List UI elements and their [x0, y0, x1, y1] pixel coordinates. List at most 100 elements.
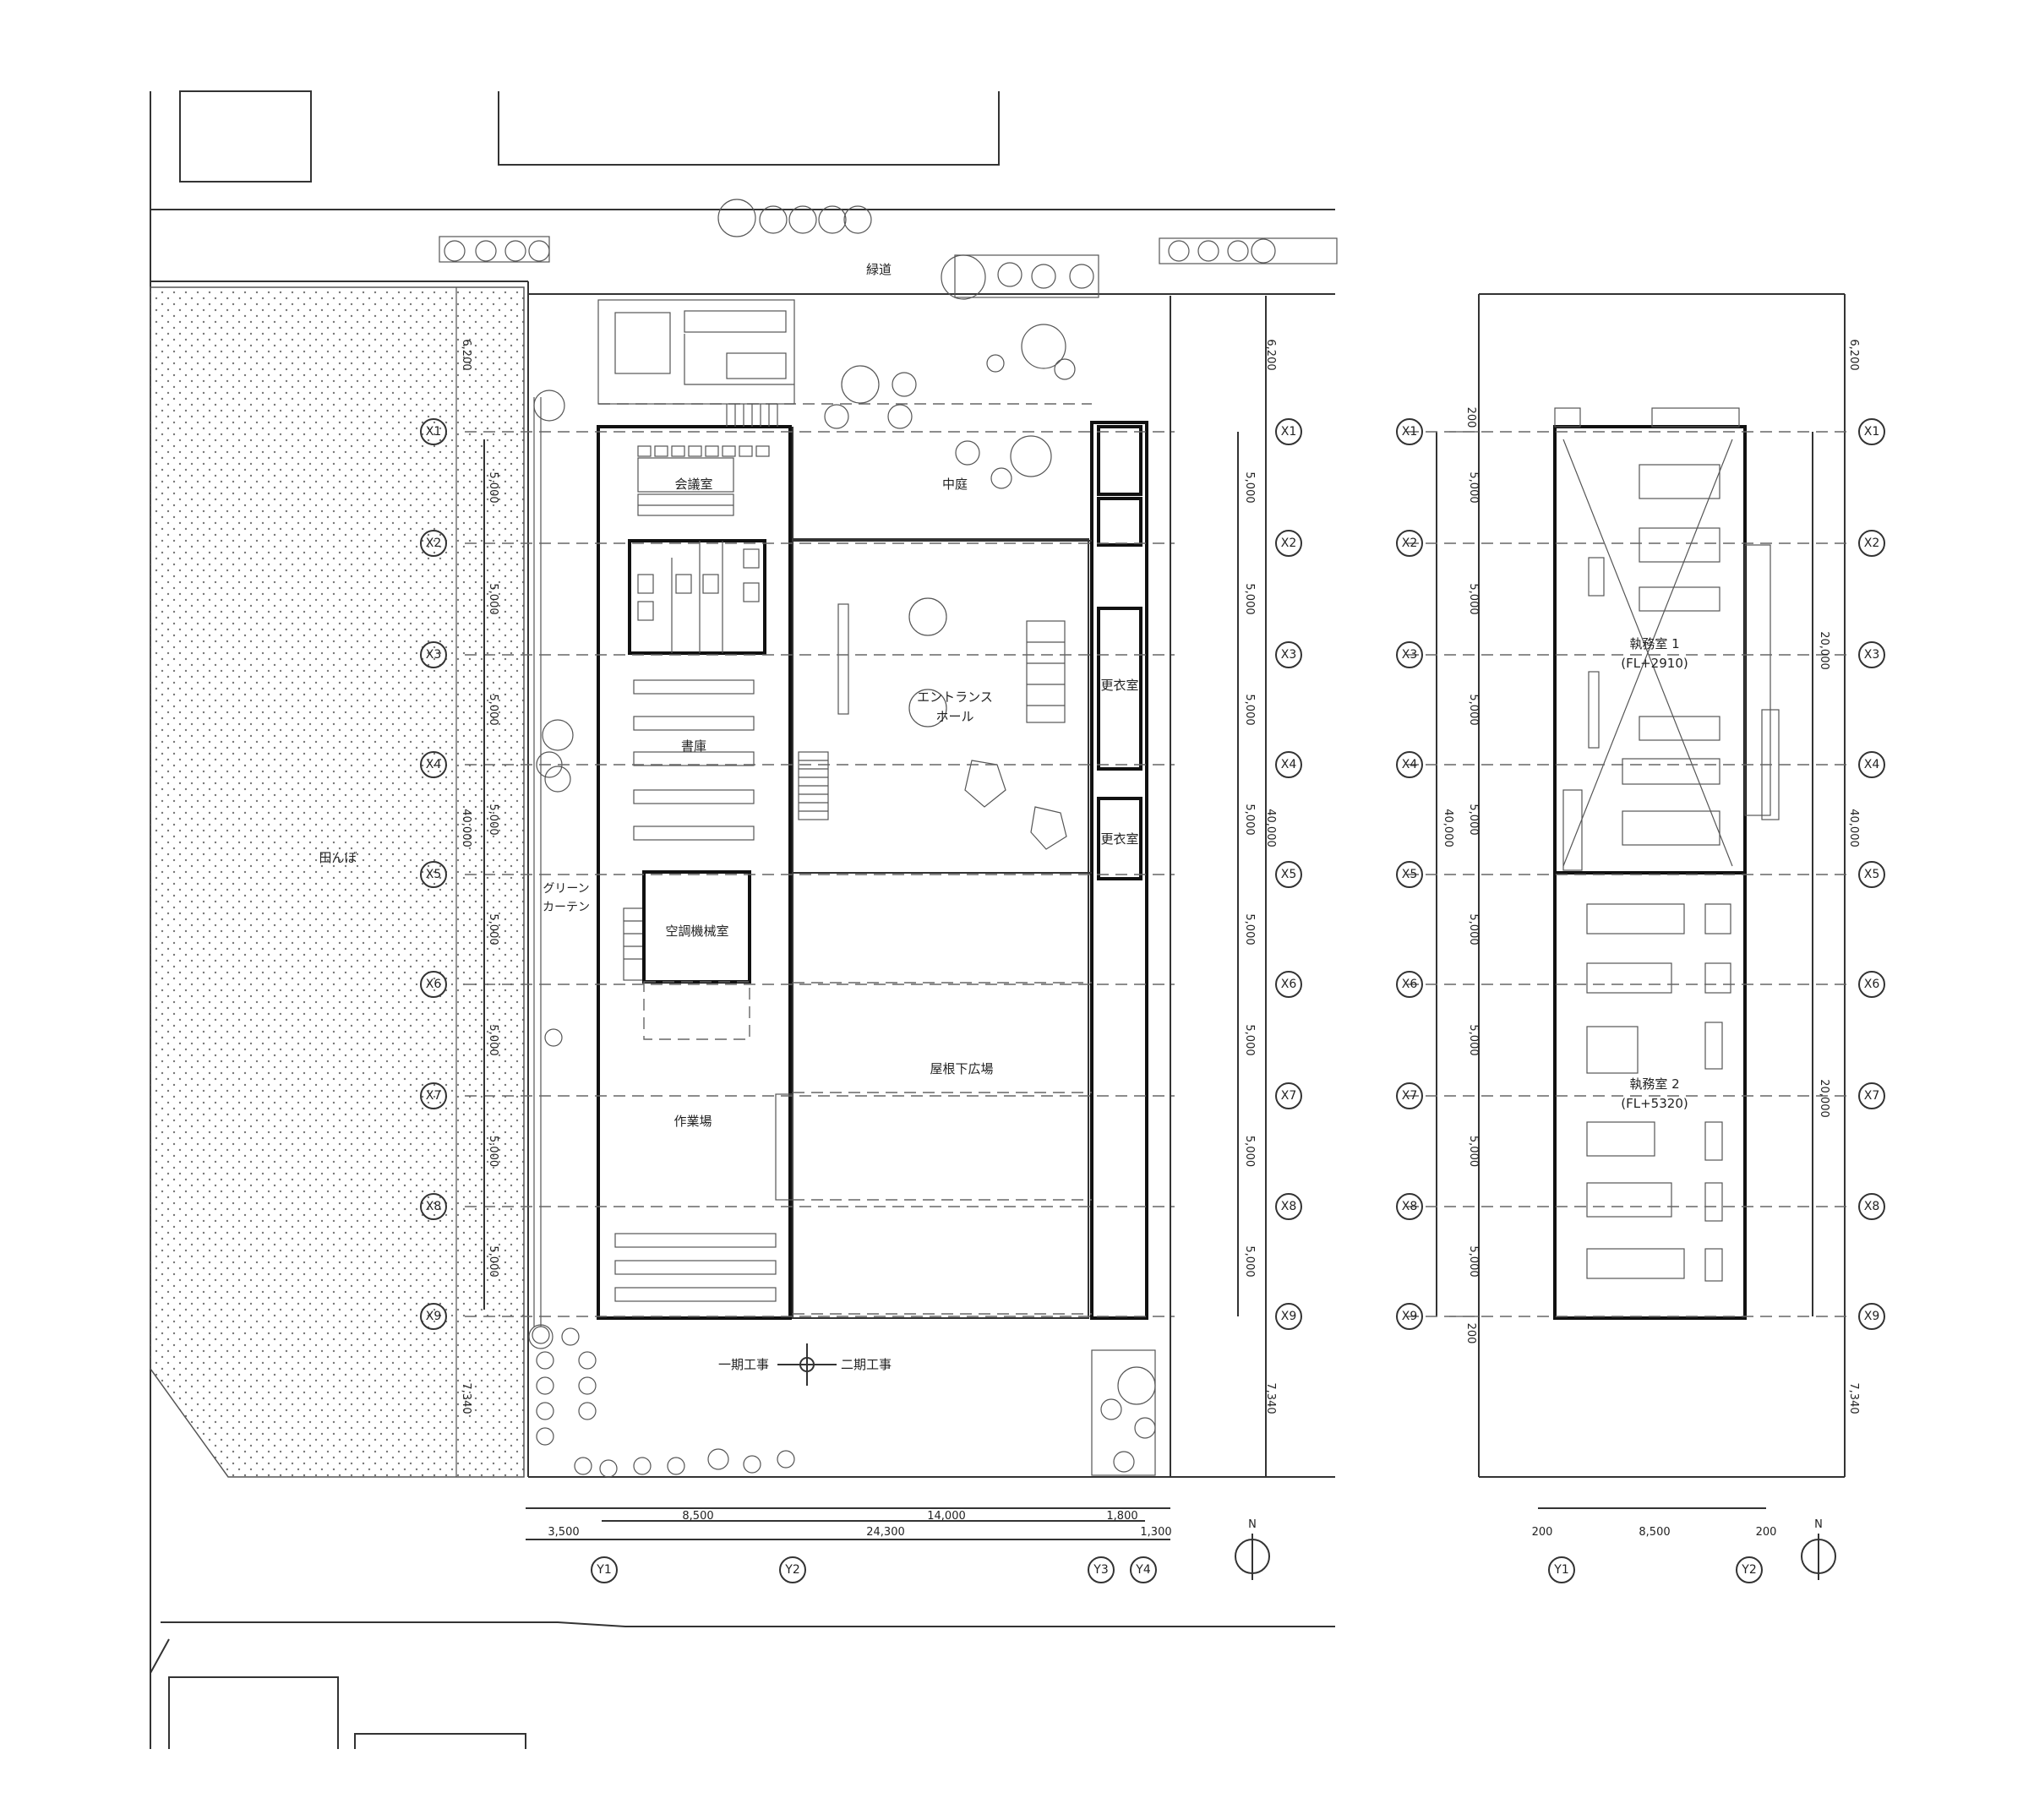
grid-bubble-x5: X5: [420, 861, 447, 888]
grid-bubble-x7: X7: [420, 1082, 447, 1109]
dimension-label: 5,000: [1243, 471, 1256, 503]
grid-bubble-x4: X4: [1396, 751, 1423, 778]
room-label-entrance: エントランス: [917, 689, 993, 705]
grid-bubble-x1-label: X1: [1864, 425, 1880, 439]
grid-bubble-x9: X9: [1396, 1303, 1423, 1330]
grid-bubble-x6-label: X6: [1281, 978, 1297, 991]
dimension-label: 200: [1464, 1323, 1477, 1344]
street-label: 緑道: [866, 262, 892, 277]
phase-label: 二期工事: [841, 1357, 892, 1372]
dimension-label: 5,000: [1243, 913, 1256, 945]
dimension-texts: 6,200 5,000 5,000 5,000 5,000 5,000 5,000 5,000…: [460, 339, 1860, 1539]
room-label-office-1: 執務室 1: [1629, 636, 1679, 651]
grid-bubble-x2: X2: [1396, 530, 1423, 557]
dimension-label: 5,000: [1243, 1245, 1256, 1277]
dimension-label: 6,200: [1847, 339, 1860, 370]
grid-bubble-y2-label: Y2: [784, 1563, 799, 1577]
grid-bubble-x8-label: X8: [1281, 1200, 1297, 1213]
grid-bubble-x6: X6: [420, 971, 447, 998]
phase-divider-icon: [777, 1343, 837, 1386]
tree-icon: [444, 199, 1276, 300]
grid-bubble-x7: X7: [1275, 1082, 1302, 1109]
field-label: 田んぼ: [319, 850, 357, 865]
upper-floor-building: [1407, 293, 1846, 1509]
grid-bubble-x2-label: X2: [1281, 537, 1297, 550]
grid-bubble-y2: Y2: [779, 1556, 806, 1583]
dimension-label: 200: [1464, 407, 1477, 428]
north-label: N: [1814, 1518, 1823, 1531]
grid-bubble-x3: X3: [1396, 641, 1423, 668]
dimension-label: 5,000: [487, 804, 499, 835]
dimension-label: 6,200: [1264, 339, 1277, 370]
dimension-label: 5,000: [1467, 694, 1480, 725]
grid-bubble-x3: X3: [1275, 641, 1302, 668]
grid-bubble-x6-label: X6: [1864, 978, 1880, 991]
dimension-label: 5,000: [1467, 1245, 1480, 1277]
grid-bubble-x5-label: X5: [1864, 868, 1880, 881]
ground-floor-grid: [465, 296, 1267, 1540]
rice-field: [150, 286, 525, 1478]
grid-bubble-x7-label: X7: [426, 1089, 442, 1103]
street-planters: [439, 199, 1338, 300]
grid-bubble-x8: X8: [1858, 1193, 1885, 1220]
grid-bubble-x4: X4: [1275, 751, 1302, 778]
grid-bubble-x1-label: X1: [426, 425, 442, 439]
dimension-label: 5,000: [1467, 1024, 1480, 1055]
grid-bubble-y1-label: Y1: [596, 1563, 611, 1577]
dimension-label: 7,340: [1264, 1382, 1277, 1414]
room-label-ac: 空調機械室: [665, 924, 728, 939]
grid-bubble-x5: X5: [1275, 861, 1302, 888]
dimension-label: 7,340: [1847, 1382, 1860, 1414]
grid-bubble-x1: X1: [1396, 418, 1423, 445]
grid-bubble-x7: X7: [1396, 1082, 1423, 1109]
grid-bubble-x1: X1: [1858, 418, 1885, 445]
dimension-label: 200: [1756, 1526, 1777, 1539]
dimension-label: 5,000: [1467, 913, 1480, 945]
grid-bubble-y3-label: Y3: [1093, 1563, 1108, 1577]
dimension-label: 5,000: [487, 913, 499, 945]
grid-bubble-x8-label: X8: [1864, 1200, 1880, 1213]
dimension-label: 6,200: [460, 339, 472, 370]
grid-bubble-x3-label: X3: [1281, 648, 1297, 662]
dimension-label: 5,000: [1243, 1024, 1256, 1055]
grid-bubble-x1-label: X1: [1402, 425, 1418, 439]
tree-icon: [532, 1326, 1156, 1478]
grid-bubble-x9-label: X9: [1281, 1310, 1297, 1323]
grid-bubble-x1: X1: [420, 418, 447, 445]
dimension-label: 5,000: [1243, 694, 1256, 725]
north-arrow-icon: [1235, 1534, 1836, 1580]
dimension-label: 40,000: [1264, 809, 1277, 847]
dimension-label: 5,000: [1467, 471, 1480, 503]
room-label-courtyard: 中庭: [942, 477, 968, 492]
dimension-label: 3,500: [548, 1526, 579, 1539]
dimension-label: 40,000: [1442, 809, 1454, 847]
grid-bubble-x4: X4: [1858, 751, 1885, 778]
grid-bubble-y2-label: Y2: [1741, 1563, 1756, 1577]
dimension-label: 14,000: [927, 1510, 966, 1523]
grid-bubble-x9-label: X9: [426, 1310, 442, 1323]
grid-bubble-y1-label: Y1: [1553, 1563, 1568, 1577]
grid-bubble-x6-label: X6: [1402, 978, 1418, 991]
room-label-meeting: 会議室: [674, 477, 712, 492]
dimension-label: 5,000: [1467, 583, 1480, 614]
grid-bubble-x2-label: X2: [1864, 537, 1880, 550]
dimension-label: 5,000: [1243, 804, 1256, 835]
dimension-label: 5,000: [487, 583, 499, 614]
green-curtain-label: グリーン: [543, 882, 589, 896]
room-label-plaza: 屋根下広場: [930, 1061, 993, 1076]
room-label-office-2: 執務室 2: [1629, 1076, 1679, 1092]
grid-bubble-x2-label: X2: [426, 537, 442, 550]
grid-bubble-x6: X6: [1396, 971, 1423, 998]
grid-bubble-x9-label: X9: [1864, 1310, 1880, 1323]
grid-bubble-y1: Y1: [591, 1556, 618, 1583]
dimension-label: 20,000: [1818, 631, 1830, 670]
dimension-label: 5,000: [487, 1024, 499, 1055]
dimension-label: 5,000: [487, 471, 499, 503]
dimension-label: 24,300: [866, 1526, 905, 1539]
green-curtain-label: カーテン: [543, 901, 590, 914]
grid-bubble-x5: X5: [1858, 861, 1885, 888]
room-label-archive: 書庫: [681, 738, 706, 754]
